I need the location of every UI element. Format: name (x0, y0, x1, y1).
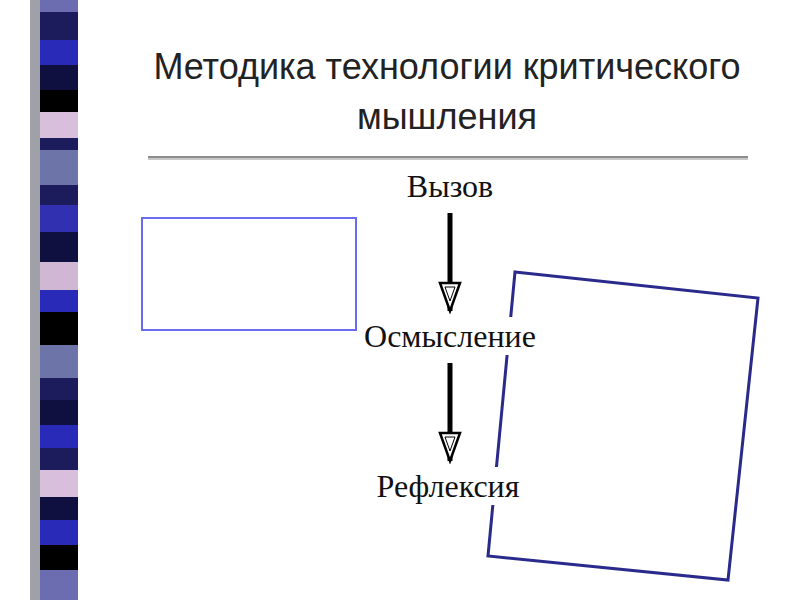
stripe (40, 112, 78, 138)
stage-node: Вызов (404, 167, 496, 205)
stripe (40, 40, 78, 65)
stripe (40, 150, 78, 185)
stage-label: Рефлексия (374, 467, 523, 505)
stripe (40, 470, 78, 497)
striped-bar (40, 0, 78, 600)
slide-title: Методика технологии критического мышлени… (140, 42, 754, 142)
empty-frame (142, 218, 356, 330)
stripe (40, 262, 78, 290)
stripe (40, 378, 78, 400)
title-rule (148, 156, 748, 158)
stripe (40, 12, 78, 40)
stripe (40, 185, 78, 205)
stripe (40, 497, 78, 520)
stripe (40, 545, 78, 570)
stripe (40, 138, 78, 150)
stripe-shadow (30, 0, 40, 600)
flow-arrow (448, 213, 453, 311)
stripe (40, 90, 78, 112)
stripe (40, 345, 78, 378)
stage-label: Осмысление (361, 317, 539, 355)
stripe (40, 0, 78, 12)
stripe (40, 65, 78, 90)
flow-arrow (447, 363, 452, 461)
stripe (40, 425, 78, 448)
stripe (40, 448, 78, 470)
stage-node: Осмысление (361, 317, 539, 355)
stripe (40, 570, 78, 600)
title-rule-shadow (148, 158, 748, 160)
stripe (40, 520, 78, 545)
stripe (40, 400, 78, 425)
stripe (40, 205, 78, 232)
stage-node: Рефлексия (374, 467, 523, 505)
stripe (40, 312, 78, 345)
stripe (40, 290, 78, 312)
stripe (40, 232, 78, 262)
stage-label: Вызов (404, 167, 496, 205)
